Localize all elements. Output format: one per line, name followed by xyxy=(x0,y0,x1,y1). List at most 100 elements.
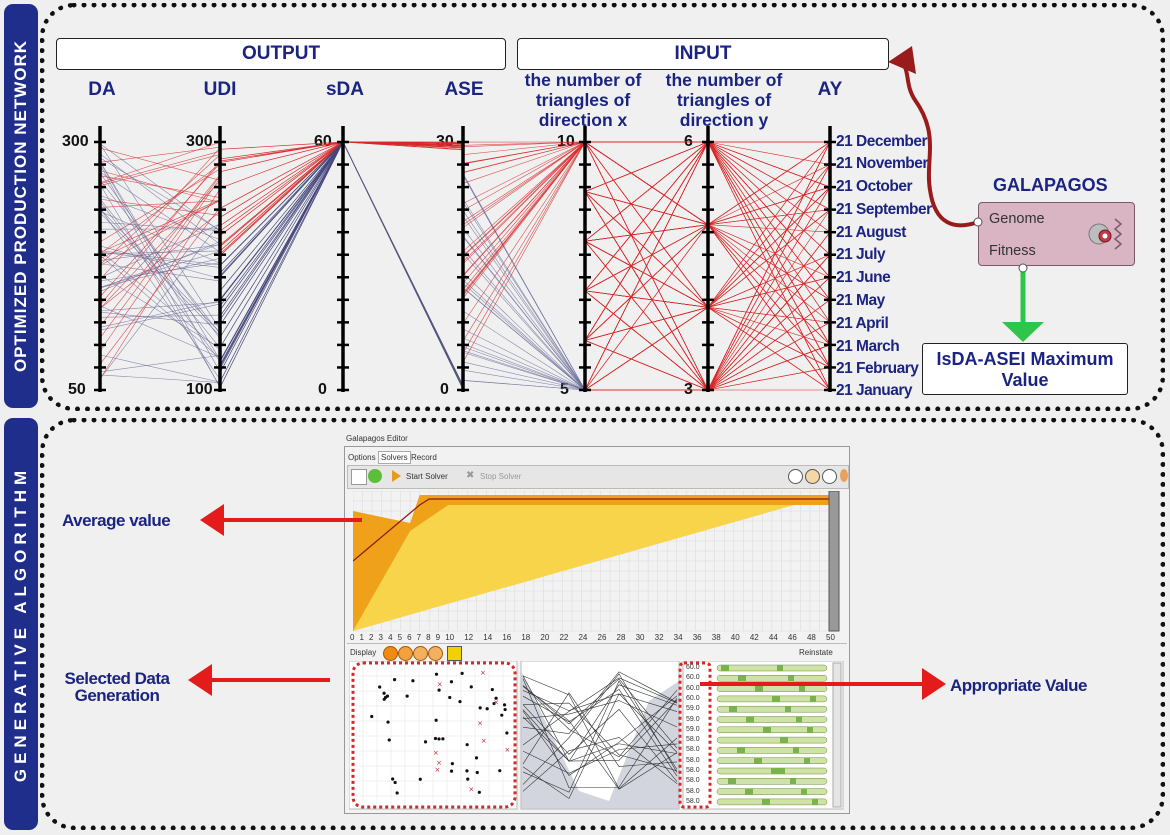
input-header: INPUT xyxy=(517,38,889,70)
play-icon xyxy=(392,470,401,482)
appropriate-value-outline xyxy=(678,661,712,809)
selected-data-label: Selected Data Generation xyxy=(64,669,171,705)
fitness-value-item[interactable]: 60.0 xyxy=(686,674,700,682)
x-icon: ✖ xyxy=(466,470,475,481)
fitness-value-item[interactable]: 60.0 xyxy=(686,684,700,692)
tick-sda-min: 0 xyxy=(318,381,327,398)
genome-port-label: Genome xyxy=(989,211,1045,227)
tab-solvers[interactable]: Solvers xyxy=(378,451,411,464)
month-label: 21 February xyxy=(836,360,919,377)
fitness-x-tick: 32 xyxy=(654,633,664,642)
svg-text:×: × xyxy=(505,746,511,754)
month-label: 21 August xyxy=(836,224,906,241)
fitness-x-tick: 20 xyxy=(540,633,550,642)
fitness-value-item[interactable]: 58.0 xyxy=(686,746,700,754)
appropriate-arrow-head xyxy=(922,668,946,700)
fitness-value-item[interactable]: 59.0 xyxy=(686,715,700,723)
axis-label-udi: UDI xyxy=(203,79,237,100)
egg-icon[interactable] xyxy=(840,469,848,482)
svg-text:×: × xyxy=(436,759,442,767)
galapagos-gear-icon xyxy=(1088,218,1123,250)
start-solver-button[interactable]: Start Solver xyxy=(406,472,448,481)
fitness-objective-box: IsDA-ASEI Maximum Value xyxy=(922,343,1128,395)
fitness-x-tick: 8 xyxy=(426,633,431,642)
month-label: 21 December xyxy=(836,133,928,150)
fitness-value-item[interactable]: 59.0 xyxy=(686,725,700,733)
selected-generation-outline xyxy=(351,661,517,809)
fitness-value-item[interactable]: 60.0 xyxy=(686,664,700,671)
fitness-x-tick: 30 xyxy=(635,633,645,642)
month-label: 21 October xyxy=(836,178,912,195)
fitness-x-tick: 50 xyxy=(826,633,835,642)
fitness-x-tick: 46 xyxy=(787,633,797,642)
clock-icon[interactable] xyxy=(788,469,803,484)
fitness-x-tick: 1 xyxy=(359,633,364,642)
output-header: OUTPUT xyxy=(56,38,506,70)
svg-text:×: × xyxy=(434,766,440,774)
fitness-value-item[interactable]: 58.0 xyxy=(686,756,700,764)
svg-text:×: × xyxy=(481,737,487,745)
reinstate-button[interactable]: Reinstate xyxy=(799,648,833,657)
tab-record[interactable]: Record xyxy=(411,453,437,462)
galapagos-title: GALAPAGOS xyxy=(993,175,1108,195)
svg-text:×: × xyxy=(477,720,483,728)
fitness-x-tick: 3 xyxy=(378,633,383,642)
fitness-x-tick: 42 xyxy=(749,633,759,642)
fitness-value-item[interactable]: 58.0 xyxy=(686,797,700,805)
fitness-x-tick: 9 xyxy=(435,633,441,642)
editor-toolbar: Start Solver ✖ Stop Solver xyxy=(347,465,849,489)
fitness-value-item[interactable]: 58.0 xyxy=(686,787,700,795)
fitness-x-tick: 12 xyxy=(464,633,474,642)
axis-label-triangles-y: the number of triangles of direction y xyxy=(665,70,783,130)
axis-label-ase: ASE xyxy=(444,79,484,100)
fitness-value-item[interactable]: 60.0 xyxy=(686,694,700,702)
average-value-label: Average value xyxy=(62,511,171,530)
settings-icon[interactable] xyxy=(351,469,367,485)
tick-udi-min: 100 xyxy=(186,381,213,398)
fitness-x-tick: 7 xyxy=(416,633,422,642)
month-label: 21 July xyxy=(836,246,886,263)
svg-text:×: × xyxy=(437,680,443,688)
galapagos-component[interactable]: Genome Fitness xyxy=(978,202,1135,266)
clock-active-icon[interactable] xyxy=(805,469,820,484)
fitness-x-tick: 4 xyxy=(388,633,393,642)
fitness-value-item[interactable]: 58.0 xyxy=(686,777,700,785)
fitness-value-item[interactable]: 58.0 xyxy=(686,767,700,774)
appropriate-value-label: Appropriate Value xyxy=(950,676,1087,695)
side-tab-top: OPTIMIZED PRODUCTION NETWORK xyxy=(4,4,38,408)
fitness-arrow-head xyxy=(1002,322,1044,342)
tick-da-max: 300 xyxy=(62,133,89,150)
month-label: 21 September xyxy=(836,201,932,218)
month-label: 21 January xyxy=(836,382,913,399)
stop-solver-button[interactable]: Stop Solver xyxy=(480,472,522,481)
fitness-x-tick: 44 xyxy=(768,633,778,642)
genome-arrow-head xyxy=(888,46,916,74)
tick-udi-max: 300 xyxy=(186,133,213,150)
fitness-x-tick: 40 xyxy=(730,633,740,642)
svg-text:×: × xyxy=(433,749,439,757)
tick-da-min: 50 xyxy=(68,381,86,398)
fitness-history-chart xyxy=(353,491,840,632)
selected-arrow-head xyxy=(188,664,212,696)
side-tab-bottom: GENERATIVE ALGORITHM xyxy=(4,418,38,830)
fitness-x-tick: 10 xyxy=(445,633,455,642)
axis-label-triangles-x: the number of triangles of direction x xyxy=(524,70,642,130)
month-label: 21 June xyxy=(836,269,891,286)
month-label: 21 May xyxy=(836,292,885,309)
fitness-value-item[interactable]: 58.0 xyxy=(686,736,700,744)
tab-options[interactable]: Options xyxy=(348,453,376,462)
axis-label-ay: AY xyxy=(817,79,843,100)
svg-text:×: × xyxy=(493,699,499,707)
display-label: Display xyxy=(350,648,377,657)
fitness-x-tick: 28 xyxy=(616,633,626,642)
fitness-value-item[interactable]: 59.0 xyxy=(686,705,700,713)
average-arrow-head xyxy=(200,504,224,536)
fitness-x-tick: 48 xyxy=(806,633,816,642)
month-label: 21 April xyxy=(836,315,889,332)
month-label: 21 March xyxy=(836,338,900,355)
axis-label-sda: sDA xyxy=(325,79,364,100)
month-label: 21 November xyxy=(836,155,928,172)
check-icon[interactable] xyxy=(368,469,382,483)
fitness-x-tick: 0 xyxy=(350,633,355,642)
stop-clock-icon[interactable] xyxy=(822,469,837,484)
